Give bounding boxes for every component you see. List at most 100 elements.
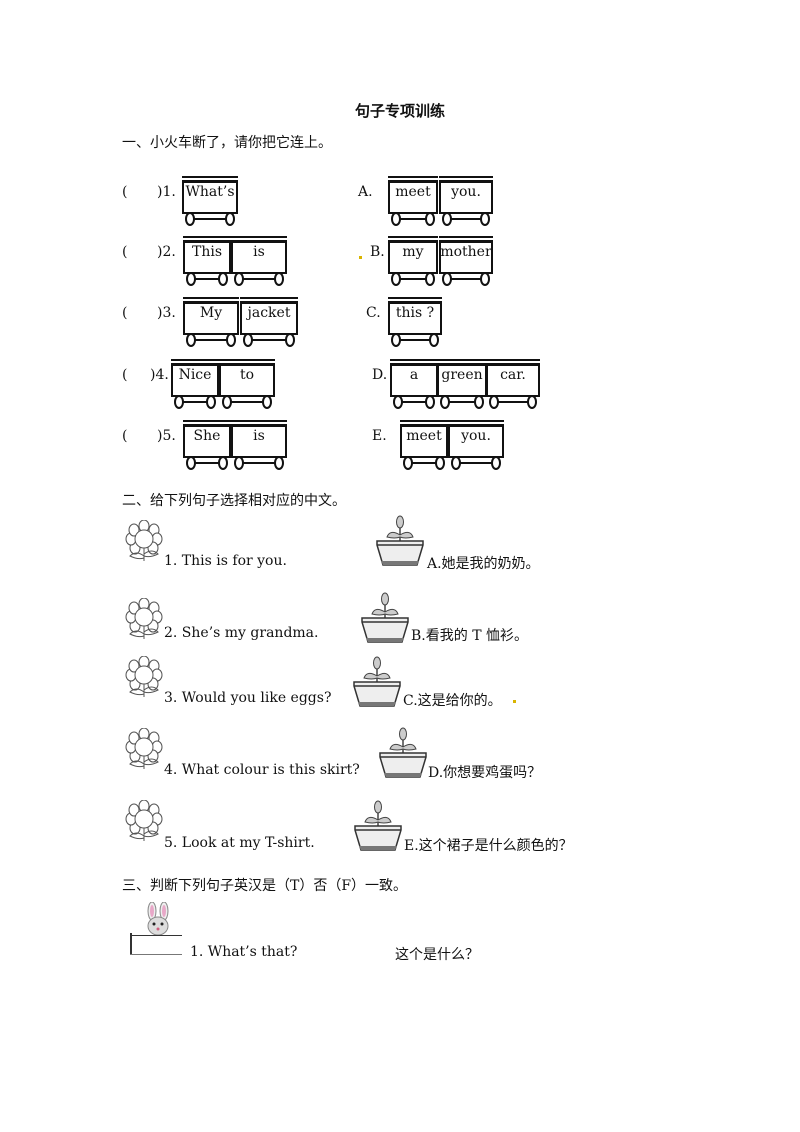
train-wheel — [440, 395, 450, 409]
train-wheel — [527, 395, 537, 409]
train-wheel — [274, 272, 284, 286]
train-wheel — [451, 456, 461, 470]
flowerpot-icon — [352, 656, 402, 712]
train-wheel — [391, 333, 401, 347]
train-car-body — [219, 359, 275, 397]
sentence-english: 3. Would you like eggs? — [164, 690, 332, 706]
sentence-chinese: B.看我的 T 恤衫。 — [411, 628, 528, 644]
train-car-word: jacket — [247, 305, 291, 321]
train-car: meet — [400, 418, 448, 472]
sentence-chinese: C.这是给你的。 — [403, 693, 502, 709]
train-car-word: car. — [500, 367, 526, 383]
train-car: Nice — [171, 357, 219, 411]
answer-paren-open: ( — [122, 244, 128, 260]
section3-item-chinese: 这个是什么？ — [395, 947, 479, 963]
decorative-dot — [513, 700, 516, 703]
option-letter: D. — [372, 367, 388, 383]
flowerpot-icon — [360, 592, 410, 648]
train-wheel — [262, 395, 272, 409]
sentence-english: 5. Look at my T-shirt. — [164, 835, 315, 851]
train-car-body — [231, 420, 287, 458]
train-wheel — [442, 272, 452, 286]
train-car: She — [183, 418, 231, 472]
train-car-axle — [187, 278, 227, 280]
train-car-word: This — [191, 244, 223, 260]
train-car-axle — [235, 278, 283, 280]
train-car-body — [400, 420, 448, 458]
train-wheel — [480, 272, 490, 286]
train-car: my — [388, 234, 438, 288]
train-car-body — [183, 420, 231, 458]
train-wheel — [491, 456, 501, 470]
train-car: jacket — [240, 295, 298, 349]
section3-heading: 三、判断下列句子英汉是（T）否（F）一致。 — [122, 878, 408, 894]
option-letter: A. — [358, 184, 373, 200]
train-wheel — [234, 272, 244, 286]
train-wheel — [285, 333, 295, 347]
rabbit-icon — [142, 901, 174, 936]
train-car-word: My — [199, 305, 223, 321]
train-wheel — [435, 456, 445, 470]
question-number: )1. — [157, 184, 176, 200]
train-car-word: What’s — [185, 184, 235, 200]
train-car-axle — [441, 401, 483, 403]
train-car-body — [240, 297, 298, 335]
train-car-word: you. — [451, 184, 481, 200]
train-car: My — [183, 295, 239, 349]
train-wheel — [186, 333, 196, 347]
train-wheel — [243, 333, 253, 347]
decorative-dot — [359, 256, 362, 259]
train-car-body — [171, 359, 219, 397]
sentence-english: 2. She’s my grandma. — [164, 625, 319, 641]
flowerpot-icon — [378, 727, 428, 783]
train-wheel — [186, 272, 196, 286]
train-wheel — [218, 456, 228, 470]
train-wheel — [391, 212, 401, 226]
train-car-word: Nice — [178, 367, 212, 383]
train-car-word: meet — [406, 428, 442, 444]
train-car-axle — [452, 462, 500, 464]
train-car: green — [437, 357, 487, 411]
flower-icon — [124, 519, 166, 566]
sentence-chinese: A.她是我的奶奶。 — [427, 556, 540, 572]
option-letter: B. — [370, 244, 385, 260]
train-car-axle — [443, 218, 489, 220]
train-car-body — [388, 176, 438, 214]
train-car: this ? — [388, 295, 442, 349]
question-number: )3. — [157, 305, 176, 321]
train-wheel — [425, 395, 435, 409]
train-car-axle — [392, 339, 438, 341]
sentence-chinese: E.这个裙子是什么颜色的？ — [404, 838, 573, 854]
train-car-body — [448, 420, 504, 458]
sentence-english: 4. What colour is this skirt? — [164, 762, 360, 778]
train-car-word: is — [253, 244, 265, 260]
train-wheel — [222, 395, 232, 409]
sentence-chinese: D.你想要鸡蛋吗？ — [428, 765, 542, 781]
train-car-body — [439, 176, 493, 214]
section2-heading: 二、给下列句子选择相对应的中文。 — [122, 493, 346, 509]
flower-icon — [124, 597, 166, 644]
train-wheel — [442, 212, 452, 226]
train-car-body — [437, 359, 487, 397]
train-wheel — [185, 212, 195, 226]
train-wheel — [234, 456, 244, 470]
train-car: to — [219, 357, 275, 411]
train-car-body — [388, 297, 442, 335]
train-car-word: you. — [461, 428, 491, 444]
train-car: meet — [388, 174, 438, 228]
train-wheel — [391, 272, 401, 286]
train-car: you. — [448, 418, 504, 472]
train-car-axle — [392, 218, 434, 220]
train-car-axle — [244, 339, 294, 341]
train-car-word: this ? — [395, 305, 435, 321]
answer-paren-open: ( — [122, 367, 128, 383]
question-number: )2. — [157, 244, 176, 260]
train-car-body — [183, 236, 231, 274]
train-car-word: meet — [395, 184, 431, 200]
flower-icon — [124, 799, 166, 846]
train-car: you. — [439, 174, 493, 228]
train-wheel — [474, 395, 484, 409]
train-wheel — [403, 456, 413, 470]
train-car-body — [439, 236, 493, 274]
train-car: is — [231, 418, 287, 472]
